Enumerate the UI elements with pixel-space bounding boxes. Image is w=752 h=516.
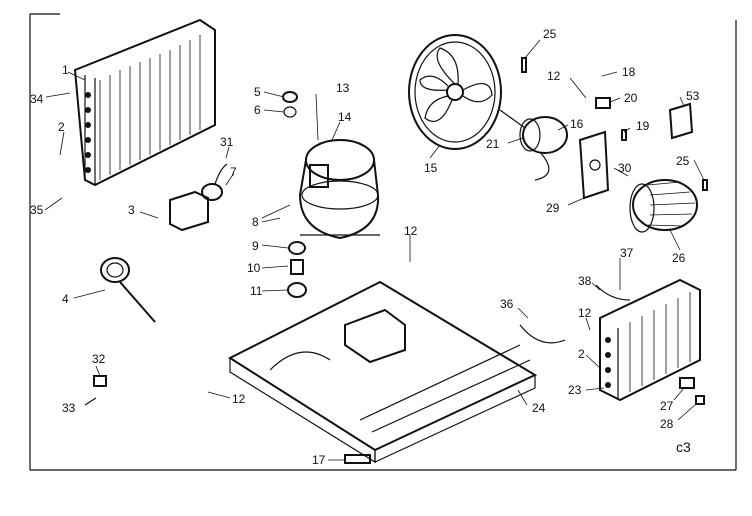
frame-lines [29, 13, 737, 471]
label-9: 9 [252, 239, 259, 253]
label-12d: 12 [232, 392, 246, 406]
label-14: 14 [338, 110, 352, 124]
label-37: 37 [620, 246, 634, 260]
leader-lines [44, 39, 705, 461]
label-2b: 2 [578, 347, 585, 361]
blower-wheel [629, 179, 698, 233]
label-32: 32 [92, 352, 106, 366]
label-19: 19 [636, 119, 650, 133]
label-17: 17 [312, 453, 326, 467]
label-3: 3 [128, 203, 135, 217]
label-15: 15 [424, 161, 438, 175]
label-24: 24 [532, 401, 546, 415]
label-11: 11 [250, 284, 263, 298]
label-53: 53 [686, 89, 700, 103]
label-2a: 2 [58, 120, 65, 134]
evaporator-coil [519, 278, 705, 405]
motor-bracket [578, 130, 610, 200]
corner-mark: c3 [676, 439, 691, 455]
label-13: 13 [336, 81, 350, 95]
label-25b: 25 [676, 154, 690, 168]
label-35: 35 [30, 203, 44, 217]
label-1: 1 [62, 63, 69, 77]
label-21: 21 [486, 137, 500, 151]
fan-motor [499, 109, 568, 181]
label-31: 31 [220, 135, 234, 149]
label-10: 10 [247, 261, 261, 275]
condenser-coil [73, 18, 216, 187]
label-25a: 25 [543, 27, 557, 41]
label-12b: 12 [404, 224, 418, 238]
label-12c: 12 [578, 306, 592, 320]
label-34: 34 [30, 92, 44, 106]
label-29: 29 [546, 201, 560, 215]
grommets [282, 91, 307, 298]
part-labels: 1 34 2 35 3 4 32 33 5 6 31 7 8 9 10 11 1… [30, 27, 700, 467]
compressor [298, 139, 380, 240]
small-hardware [521, 57, 708, 191]
label-8: 8 [252, 215, 259, 229]
label-30: 30 [618, 161, 632, 175]
label-38: 38 [578, 274, 592, 288]
label-28: 28 [660, 417, 674, 431]
label-27: 27 [660, 399, 674, 413]
label-12a: 12 [547, 69, 561, 83]
fan-blade [408, 34, 502, 150]
label-33: 33 [62, 401, 76, 415]
label-7: 7 [230, 165, 237, 179]
label-6: 6 [254, 103, 261, 117]
label-36: 36 [500, 297, 514, 311]
label-20: 20 [624, 91, 638, 105]
label-5: 5 [254, 85, 261, 99]
label-16: 16 [570, 117, 584, 131]
heater-coil [100, 257, 156, 323]
label-23: 23 [568, 383, 582, 397]
relay-box [169, 163, 228, 232]
label-18: 18 [622, 65, 636, 79]
clip-part [84, 375, 107, 406]
label-4: 4 [62, 292, 69, 306]
label-26: 26 [672, 251, 686, 265]
base-pan [227, 280, 538, 464]
